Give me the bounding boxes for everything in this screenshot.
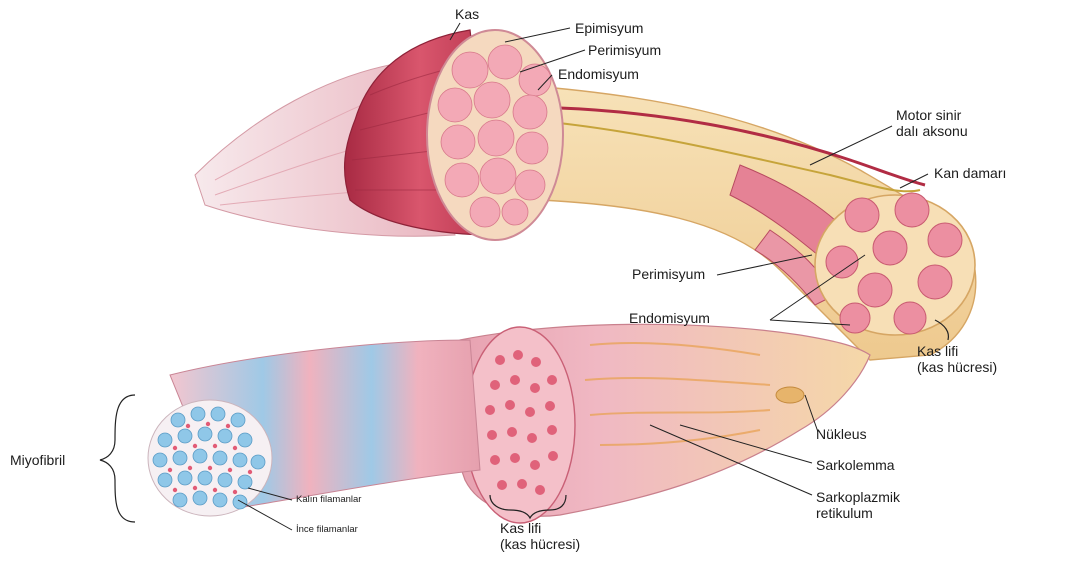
label-kas-lifi-right: Kas lifi (kas hücresi) xyxy=(917,343,997,375)
label-kas-lifi-bottom: Kas lifi (kas hücresi) xyxy=(500,520,580,552)
label-perimisyum-top: Perimisyum xyxy=(588,42,661,58)
label-sarkoplazmik: Sarkoplazmik retikulum xyxy=(816,489,900,521)
label-endomisyum-mid: Endomisyum xyxy=(629,310,710,326)
label-kan-damari: Kan damarı xyxy=(934,165,1006,181)
label-kalin-filamanlar: Kalın filamanlar xyxy=(296,494,361,505)
label-ince-filamanlar: İnce filamanlar xyxy=(296,524,358,535)
label-perimisyum-mid: Perimisyum xyxy=(632,266,705,282)
label-nukleus: Nükleus xyxy=(816,426,867,442)
label-epimisyum: Epimisyum xyxy=(575,20,643,36)
fiber-nucleus xyxy=(776,387,804,403)
label-miyofibril: Miyofibril xyxy=(10,452,65,468)
label-endomisyum-top: Endomisyum xyxy=(558,66,639,82)
label-sarkolemma: Sarkolemma xyxy=(816,457,895,473)
label-kas: Kas xyxy=(455,6,479,22)
myofibril-brace xyxy=(100,395,135,522)
label-motor-sinir: Motor sinir dalı aksonu xyxy=(896,107,968,139)
